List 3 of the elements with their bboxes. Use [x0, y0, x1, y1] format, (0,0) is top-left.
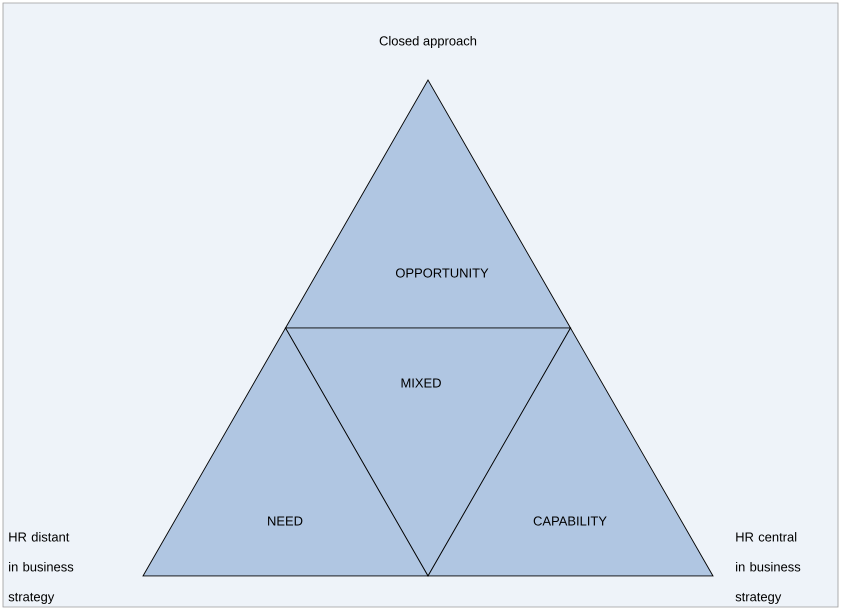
corner-label: Closed approach — [380, 36, 476, 48]
corner-label: HR distant in business strategy — [8, 532, 74, 604]
corner-label: HR central in business strategy — [736, 532, 800, 604]
